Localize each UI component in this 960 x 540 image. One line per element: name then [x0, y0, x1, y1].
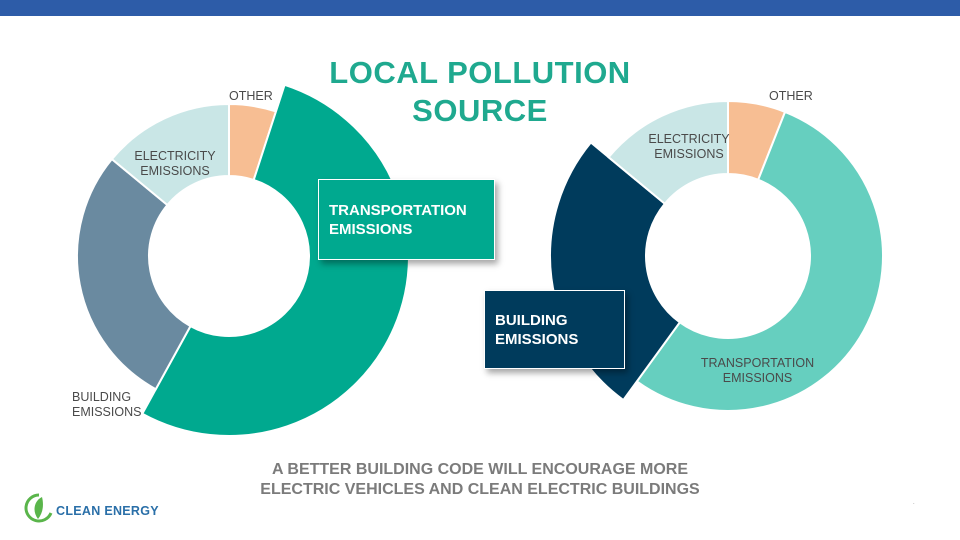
left-label-electricity: ELECTRICITY EMISSIONS	[130, 149, 220, 179]
right-label-electricity: ELECTRICITY EMISSIONS	[644, 132, 734, 162]
right-label-transport-line-1: TRANSPORTATION	[700, 356, 815, 370]
transportation-callout-line-2: EMISSIONS	[329, 220, 413, 238]
chart-title-line-1: LOCAL POLLUTION	[329, 55, 631, 90]
left-label-other-text: OTHER	[229, 89, 273, 103]
right-label-transport-line-2: EMISSIONS	[722, 371, 793, 385]
right-label-transport: TRANSPORTATION EMISSIONS	[690, 356, 825, 386]
right-label-electricity-line-1: ELECTRICITY	[648, 132, 730, 146]
transportation-callout: TRANSPORTATION EMISSIONS	[318, 179, 495, 260]
transportation-callout-line-1: TRANSPORTATION	[329, 201, 467, 219]
building-callout-line-2: EMISSIONS	[495, 330, 579, 348]
donut-left-slice-building-emissions	[76, 157, 192, 391]
left-label-other: OTHER	[229, 89, 273, 104]
chart-title: LOCAL POLLUTION SOURCE	[290, 54, 670, 130]
footer-line-1: A BETTER BUILDING CODE WILL ENCOURAGE MO…	[272, 461, 688, 478]
left-label-electricity-line-1: ELECTRICITY	[134, 149, 216, 163]
footer-message: A BETTER BUILDING CODE WILL ENCOURAGE MO…	[200, 460, 760, 500]
header-bar	[0, 0, 960, 16]
logo-text: CLEAN ENERGY	[56, 504, 159, 518]
right-label-other: OTHER	[769, 89, 813, 104]
slide-number: .	[913, 500, 915, 506]
right-label-electricity-line-2: EMISSIONS	[654, 147, 724, 161]
footer-line-2: ELECTRIC VEHICLES AND CLEAN ELECTRIC BUI…	[260, 481, 700, 498]
leaf-icon	[24, 493, 53, 523]
donut-left-slice-electricity-emissions	[110, 102, 230, 207]
building-callout: BUILDING EMISSIONS	[484, 290, 625, 369]
chart-title-line-2: SOURCE	[412, 93, 548, 128]
donut-right-slice-electricity-emissions	[607, 99, 729, 206]
left-label-building-line-1: BUILDING	[72, 390, 132, 404]
donut-right-slice-transportation-emissions	[635, 110, 884, 412]
building-callout-line-1: BUILDING	[495, 311, 568, 329]
clean-energy-logo: CLEAN ENERGY	[24, 491, 174, 525]
left-label-building: BUILDING EMISSIONS	[72, 390, 141, 420]
right-label-other-text: OTHER	[769, 89, 813, 103]
left-label-electricity-line-2: EMISSIONS	[140, 164, 210, 178]
left-label-building-line-2: EMISSIONS	[72, 405, 142, 419]
